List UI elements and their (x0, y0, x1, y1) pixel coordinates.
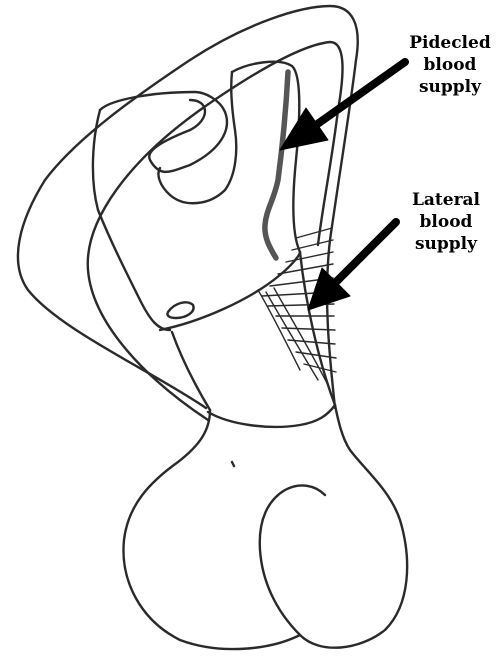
pedicled-blood-supply-label: Pidecled blood supply (404, 32, 496, 98)
shaft-base-line (208, 405, 335, 427)
label-line: supply (400, 233, 492, 255)
label-line: blood (400, 211, 492, 233)
outer-flap-outline (18, 6, 358, 408)
label-line: Pidecled (404, 32, 496, 54)
label-line: blood (404, 54, 496, 76)
lateral-blood-supply-label: Lateral blood supply (400, 189, 492, 255)
label-line: supply (404, 76, 496, 98)
condyle-divider (260, 485, 325, 635)
label-line: Lateral (400, 189, 492, 211)
pedicled-vessel (265, 72, 288, 258)
minor-mark (232, 462, 234, 466)
small-foramen (167, 302, 193, 318)
distal-end-outline (123, 405, 407, 649)
